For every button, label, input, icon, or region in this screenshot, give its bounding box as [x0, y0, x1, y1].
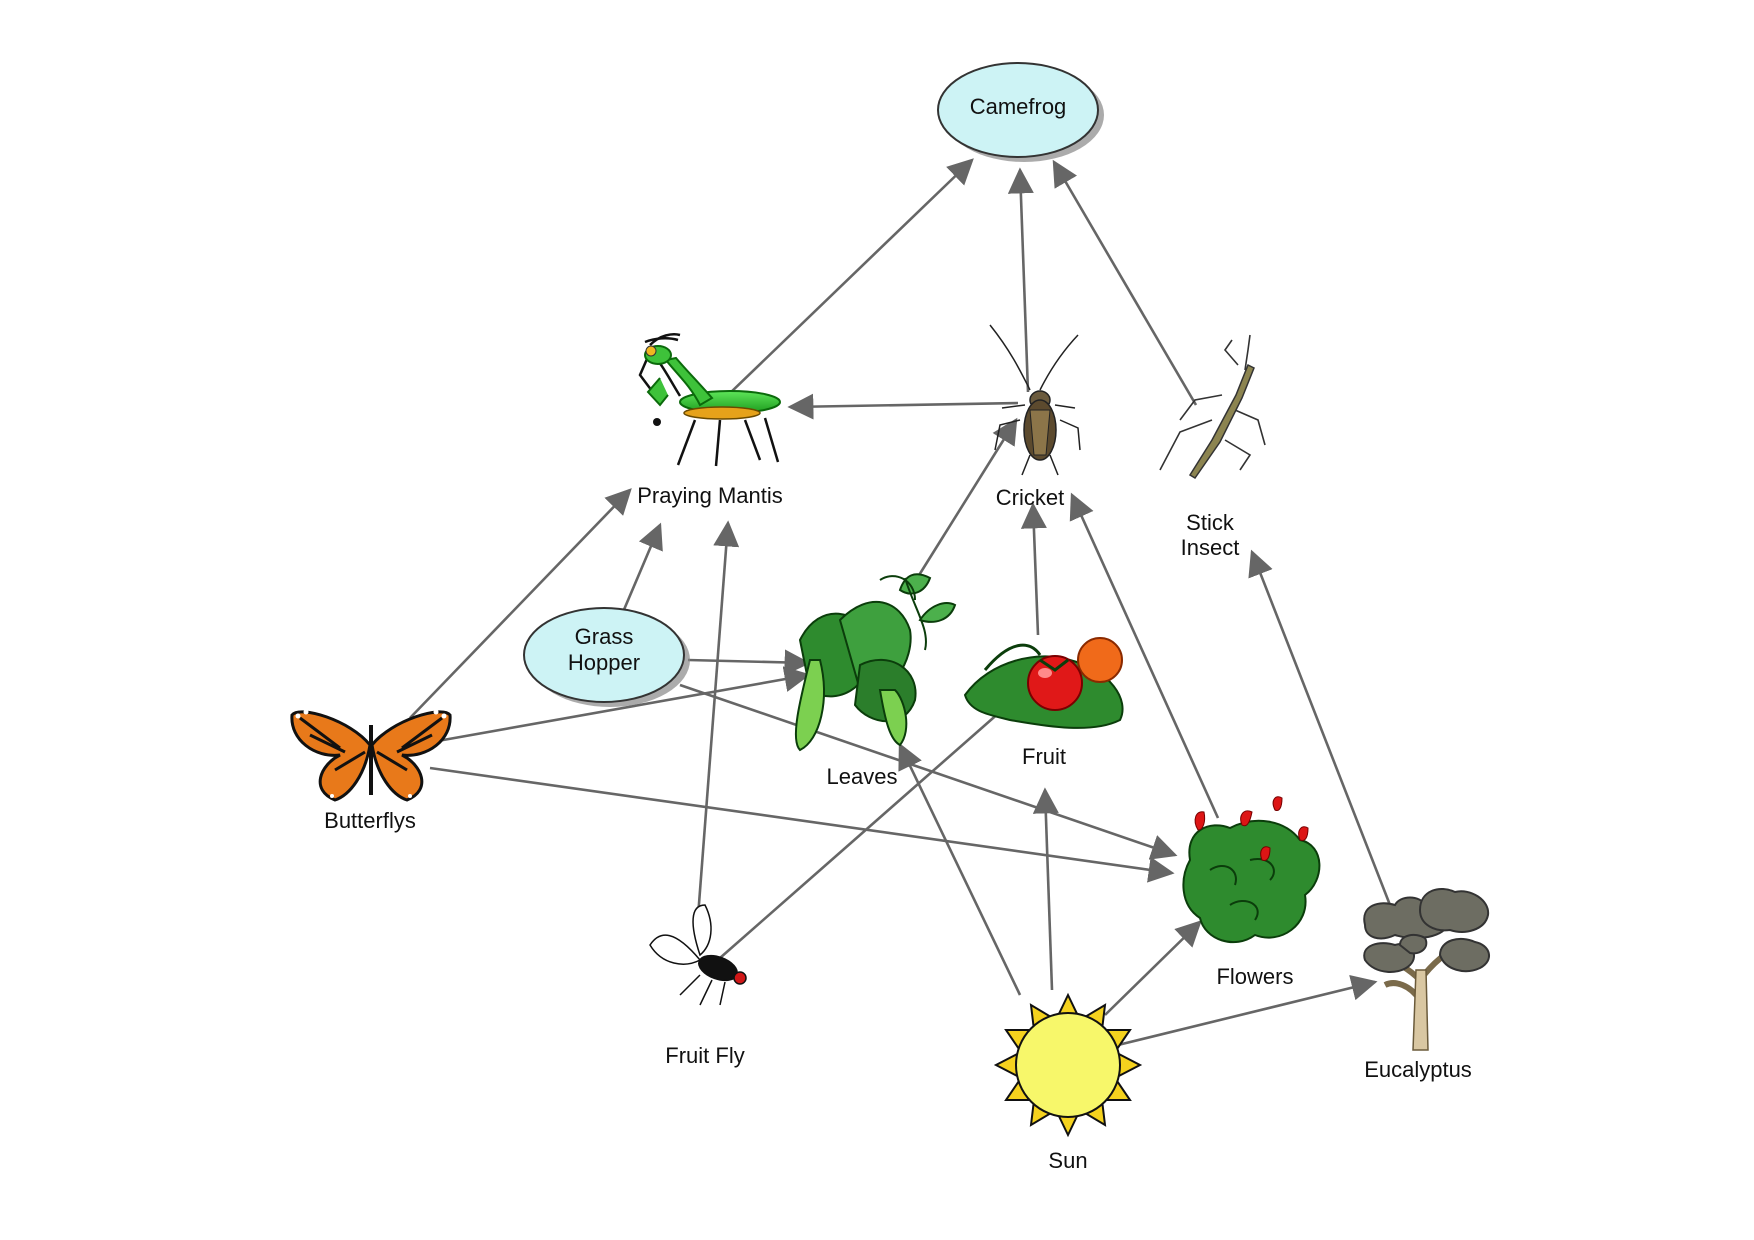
sun-icon: [993, 992, 1143, 1138]
node-fruit[interactable]: Fruit: [963, 637, 1124, 769]
node-leaves[interactable]: Leaves: [794, 573, 957, 789]
edge-sun-flowers: [1104, 920, 1202, 1016]
fruit-fly-icon: [649, 904, 747, 1006]
node-stick-insect[interactable]: Stick Insect: [1159, 334, 1266, 560]
node-sun[interactable]: Sun: [993, 992, 1143, 1173]
eucalyptus-icon: [1363, 888, 1490, 1051]
node-eucalyptus[interactable]: Eucalyptus: [1363, 888, 1490, 1082]
edge-hopper-leaves: [687, 649, 811, 676]
node-label-fruit-fly: Fruit Fly: [665, 1043, 744, 1068]
edge-fruitfly-mantis: [695, 520, 740, 931]
node-label-stick-insect-1: Stick: [1186, 510, 1235, 535]
node-cricket[interactable]: Cricket: [989, 324, 1081, 510]
edge-eucalyptus-stick: [1248, 549, 1392, 906]
fruit-icon: [963, 637, 1124, 729]
node-butterflys[interactable]: Butterflys: [290, 709, 452, 834]
node-label-leaves: Leaves: [827, 764, 898, 789]
node-label-butterflys: Butterflys: [324, 808, 416, 833]
node-flowers[interactable]: Flowers: [1182, 796, 1321, 989]
chili-peppers: [1194, 796, 1309, 861]
edge-sun-eucalyptus: [1117, 974, 1378, 1047]
edge-butterflys-flowers: [429, 766, 1175, 883]
edge-cricket-camefrog: [1007, 167, 1034, 393]
node-label-praying-mantis: Praying Mantis: [637, 483, 783, 508]
edge-cricket-mantis: [787, 393, 1019, 420]
edge-hopper-mantis: [621, 522, 663, 613]
edge-butterflys-leaves: [431, 666, 811, 744]
edge-sun-leaves: [898, 742, 1022, 996]
edge-sun-fruit: [1032, 787, 1059, 991]
node-label-flowers: Flowers: [1216, 964, 1293, 989]
edges: [409, 158, 1392, 1047]
node-label-sun: Sun: [1048, 1148, 1087, 1173]
leaves-icon: [794, 573, 957, 752]
node-label-stick-insect-2: Insect: [1181, 535, 1240, 560]
node-grass-hopper[interactable]: Grass Hopper: [523, 607, 690, 707]
node-label-grass-hopper-2: Hopper: [568, 650, 640, 675]
node-fruit-fly[interactable]: Fruit Fly: [649, 904, 747, 1068]
edge-stick-camefrog: [1052, 159, 1198, 406]
stick-insect-icon: [1159, 334, 1266, 471]
edge-hopper-flowers: [679, 683, 1178, 860]
edge-fruitfly-fruit: [711, 688, 1027, 966]
edge-mantis-camefrog: [727, 158, 974, 396]
butterfly-icon: [290, 710, 452, 802]
node-label-cricket: Cricket: [996, 485, 1064, 510]
flowers-icon: [1182, 819, 1321, 944]
praying-mantis-icon: [638, 333, 780, 467]
node-camefrog[interactable]: Camefrog: [937, 62, 1104, 162]
edge-leaves-cricket: [914, 417, 1018, 581]
cricket-icon: [989, 324, 1081, 476]
edge-fruit-cricket: [1020, 502, 1047, 636]
edge-flowers-cricket: [1069, 492, 1220, 819]
node-label-eucalyptus: Eucalyptus: [1364, 1057, 1472, 1082]
node-label-camefrog: Camefrog: [970, 94, 1067, 119]
edge-butterflys-mantis: [409, 488, 632, 719]
node-praying-mantis[interactable]: Praying Mantis: [637, 333, 783, 508]
node-label-fruit: Fruit: [1022, 744, 1066, 769]
node-label-grass-hopper-1: Grass: [575, 624, 634, 649]
